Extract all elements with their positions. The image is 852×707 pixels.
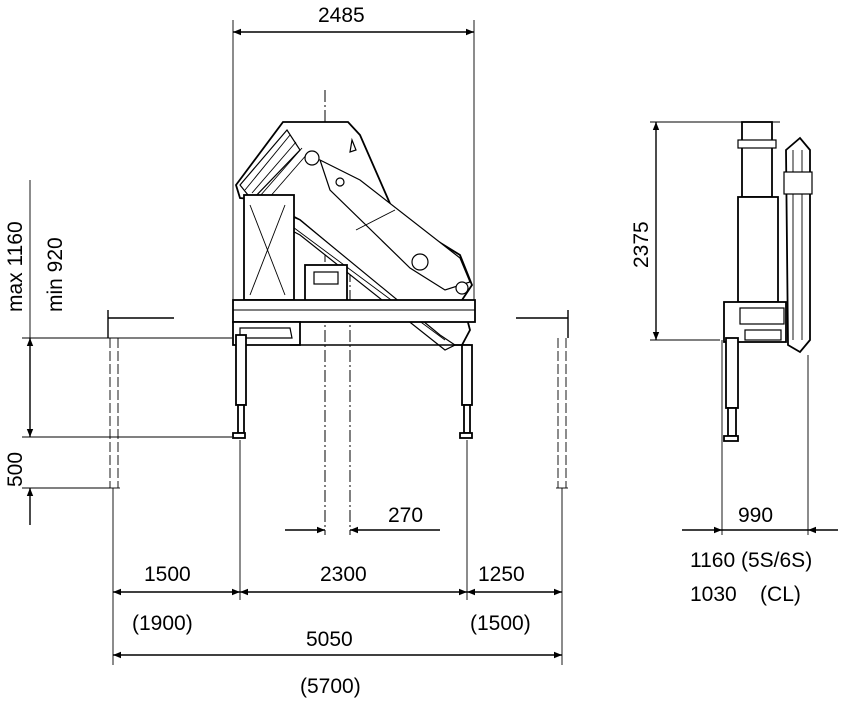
label-1500: 1500 xyxy=(144,563,191,586)
base-frame xyxy=(232,299,476,346)
stabilizer-legs xyxy=(232,334,473,439)
label-270: 270 xyxy=(388,504,423,527)
label-1500-alt: (1500) xyxy=(470,612,531,635)
outrigger-right-extended xyxy=(516,310,569,489)
label-2375: 2375 xyxy=(630,221,653,268)
label-side-note-2: 1030 (CL) xyxy=(690,583,801,606)
label-1900: (1900) xyxy=(132,612,193,635)
side-crane-body xyxy=(723,121,813,442)
crane-column xyxy=(243,194,348,317)
label-5700: (5700) xyxy=(300,675,361,698)
label-500: 500 xyxy=(4,452,27,487)
label-min-920: min 920 xyxy=(44,237,67,312)
label-2485: 2485 xyxy=(318,4,365,27)
label-5050: 5050 xyxy=(306,628,353,651)
side-view xyxy=(650,121,838,535)
label-1250: 1250 xyxy=(478,563,525,586)
label-max-1160: max 1160 xyxy=(4,221,27,312)
front-view xyxy=(22,20,569,665)
label-2300: 2300 xyxy=(320,563,367,586)
label-side-note-1: 1160 (5S/6S) xyxy=(690,549,812,572)
outrigger-left-extended xyxy=(107,310,174,489)
label-990: 990 xyxy=(738,504,773,527)
